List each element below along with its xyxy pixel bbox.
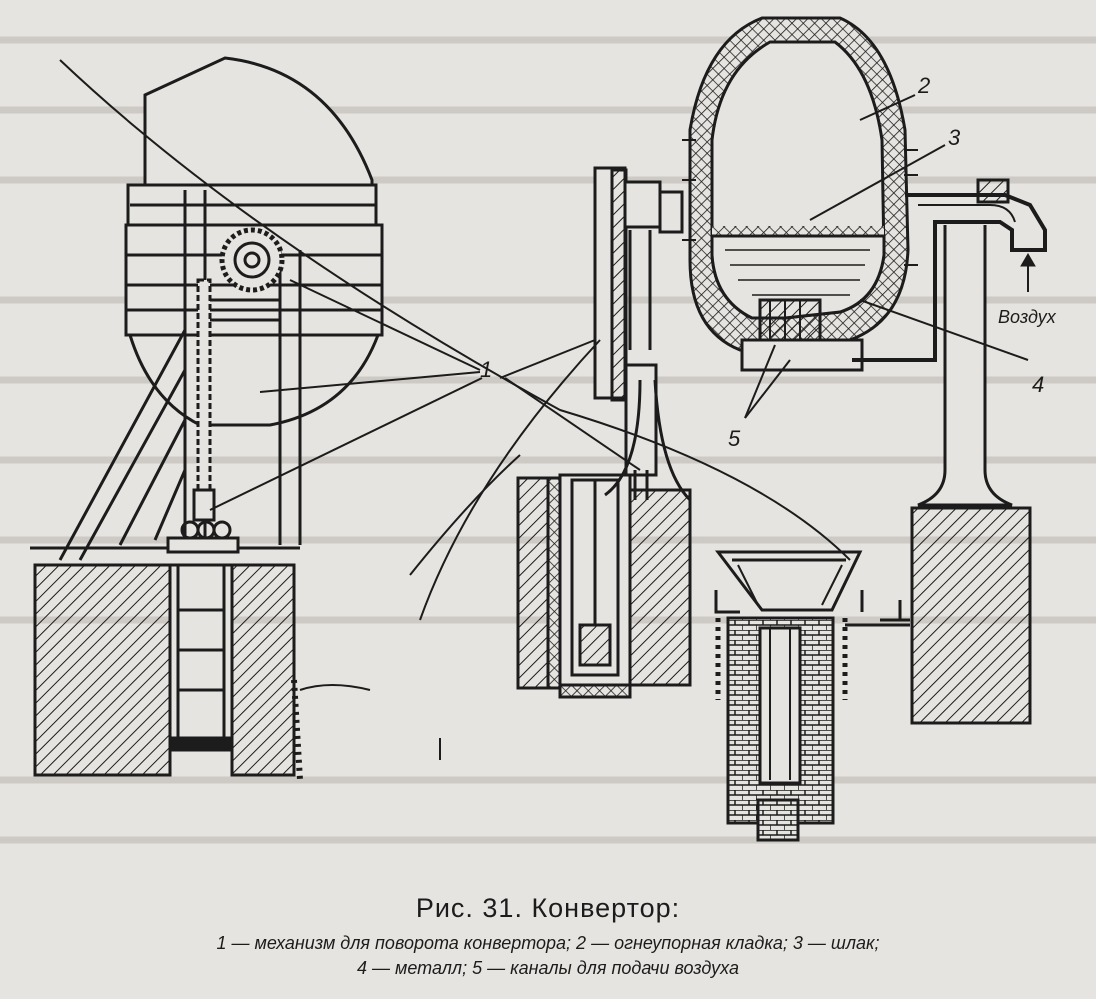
callout-2: 2 — [917, 73, 930, 98]
legend-num-3: 3 — [792, 933, 803, 953]
callout-4: 4 — [1032, 372, 1044, 397]
air-label: Воздух — [998, 307, 1057, 327]
callout-5: 5 — [728, 426, 741, 451]
legend-text-2: — огнеупорная кладка; — [586, 933, 793, 953]
legend-num-4: 4 — [357, 958, 368, 978]
legend-text-5: — каналы для подачи воздуха — [482, 958, 739, 978]
figure-caption-title: Рис. 31. Конвертор: — [415, 893, 681, 923]
legend-num-5: 5 — [472, 958, 483, 978]
legend-text-1: — механизм для поворота конвертора; — [226, 933, 577, 953]
turning-mechanism-section — [516, 166, 692, 699]
figure-legend-line-1: 1 — механизм для поворота конвертора; 2 … — [0, 933, 1096, 954]
figure-legend-line-2: 4 — металл; 5 — каналы для подачи воздух… — [0, 958, 1096, 979]
callout-3: 3 — [948, 125, 961, 150]
legend-text-4: — металл; — [367, 958, 473, 978]
legend-num-2: 2 — [576, 933, 587, 953]
callout-1: 1 — [480, 357, 492, 382]
legend-num-1: 1 — [216, 933, 227, 953]
callout-labels: 1 2 3 4 5 Воздух — [480, 73, 1057, 451]
converter-cross-section — [604, 16, 1047, 842]
leader-lines — [59, 59, 1029, 760]
legend-text-3: — шлак; — [802, 933, 880, 953]
converter-external-view — [30, 56, 384, 781]
